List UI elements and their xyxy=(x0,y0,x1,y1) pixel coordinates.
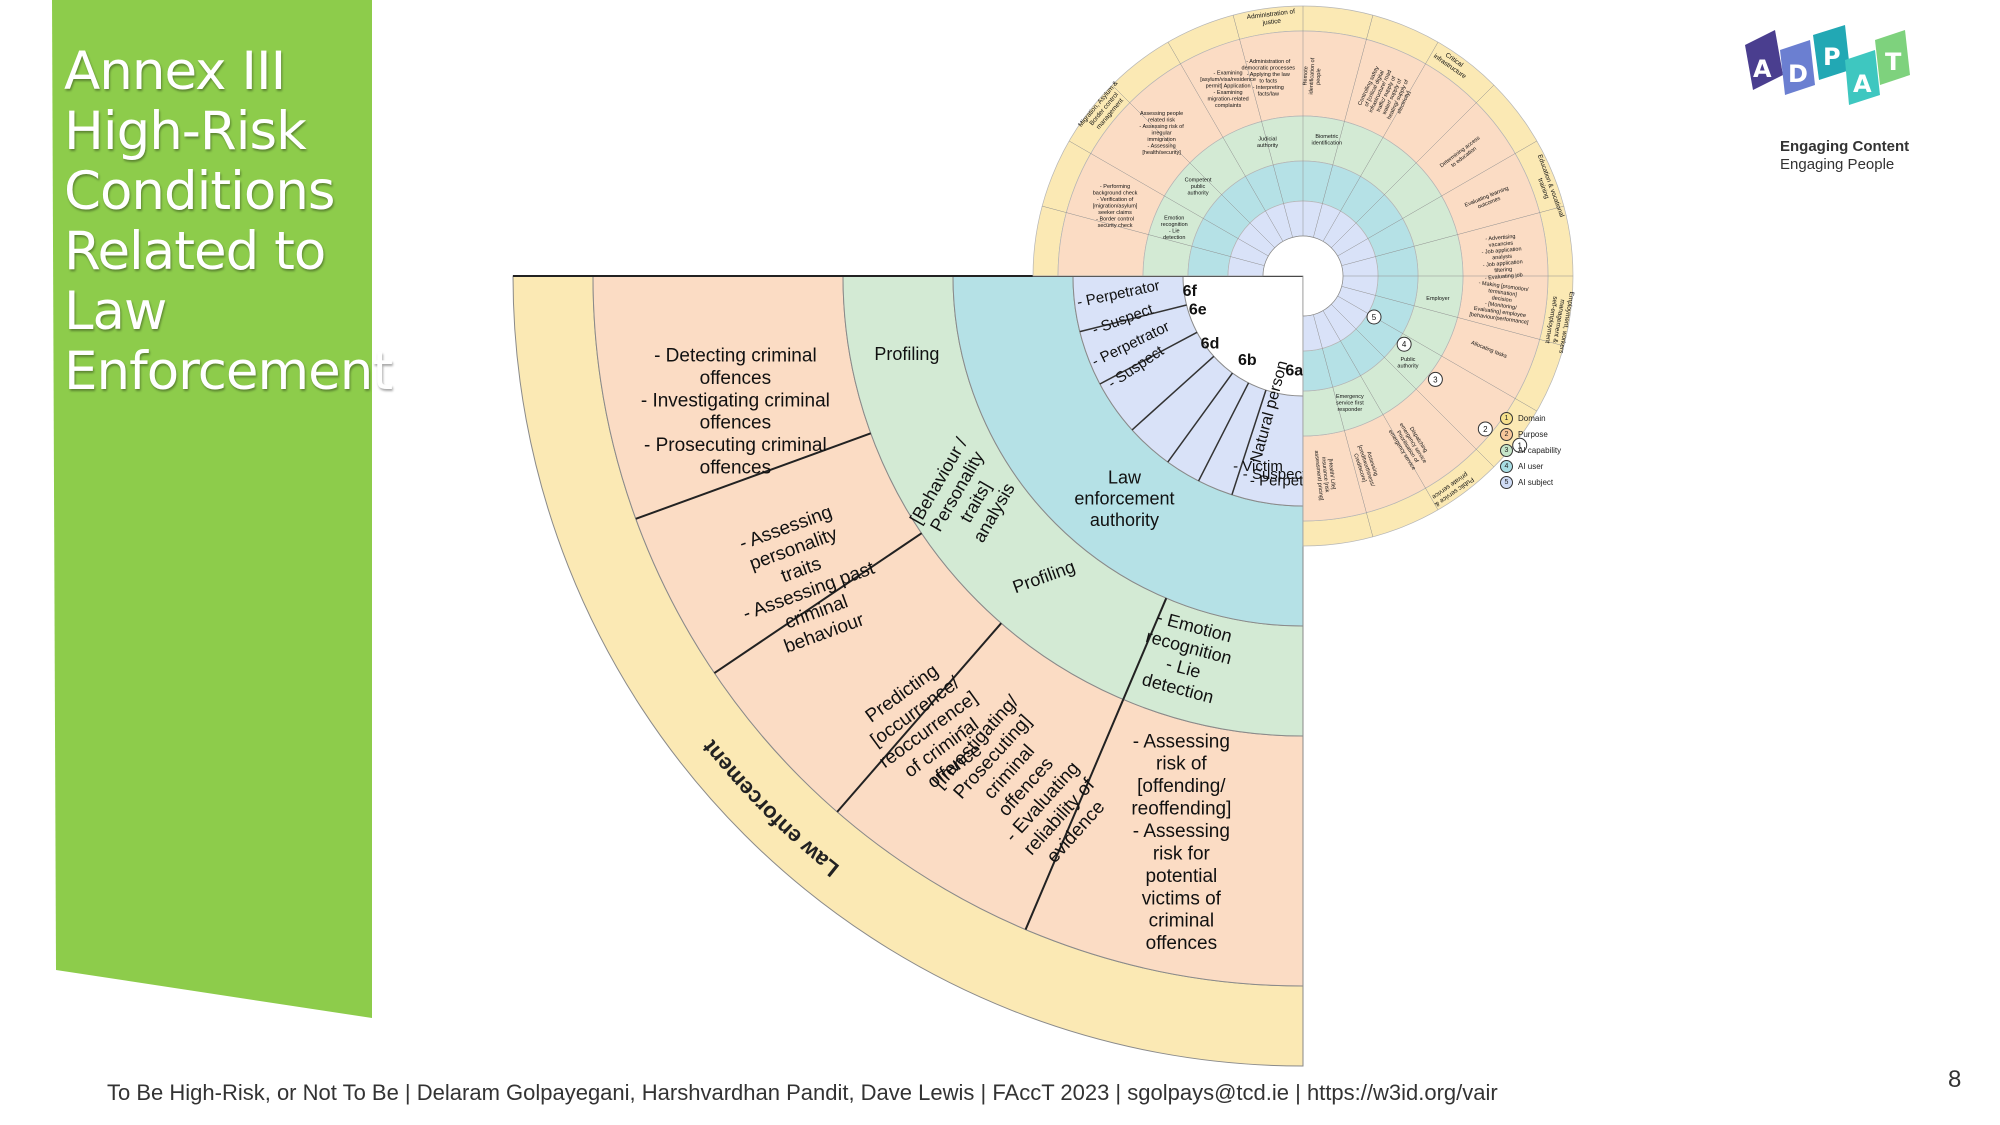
capability-divider xyxy=(1122,597,1168,700)
mini-marker xyxy=(1512,437,1528,453)
subject-divider xyxy=(1131,355,1215,431)
title-line: Annex III xyxy=(64,41,286,102)
mini-spoke xyxy=(1042,205,1265,266)
mini-spoke xyxy=(1331,84,1495,248)
subject-divider xyxy=(1167,372,1234,463)
mini-marker-label: 3 xyxy=(1433,375,1438,384)
title-line: Enforcement xyxy=(64,341,393,402)
subject-divider xyxy=(1099,331,1198,385)
mini-spoke xyxy=(1232,15,1293,238)
mini-marker-label: 2 xyxy=(1483,425,1488,434)
page-number: 8 xyxy=(1948,1066,1962,1093)
ai-id-label: 6b xyxy=(1238,352,1257,369)
mini-spoke xyxy=(1313,314,1374,537)
svg-text:D: D xyxy=(1788,60,1808,88)
adapt-logo: A D P A T xyxy=(1745,25,1910,105)
tagline-line-2: Engaging People xyxy=(1780,156,1895,173)
mini-spoke xyxy=(1069,140,1269,257)
mini-marker xyxy=(1427,371,1443,387)
svg-text:T: T xyxy=(1885,48,1902,76)
mini-spoke xyxy=(1167,42,1284,242)
purpose-divider xyxy=(635,432,872,520)
subject-label: - Victim xyxy=(1233,458,1283,475)
mini-capability-label: Employer xyxy=(1426,296,1449,302)
capability-label: Profiling xyxy=(874,344,939,364)
mini-purpose-label: Controlling safetyof [critical digitalin… xyxy=(1356,64,1416,125)
purpose-divider xyxy=(713,532,923,674)
mini-spoke xyxy=(1341,286,1564,347)
mini-hub xyxy=(1262,235,1344,317)
ai-id-label: 6f xyxy=(1183,283,1198,300)
subject-divider xyxy=(1197,382,1250,482)
mini-marker-label: 1 xyxy=(1517,441,1522,450)
ai-id-label: 6a xyxy=(1285,363,1303,380)
title-line: Law xyxy=(64,281,167,342)
purpose-divider xyxy=(1024,699,1125,930)
mini-spoke xyxy=(1111,84,1275,248)
mini-marker xyxy=(1396,336,1412,352)
mini-purpose-label: Remoteidentification ofpeople xyxy=(1302,57,1323,95)
mini-spoke xyxy=(1322,310,1439,510)
svg-text:P: P xyxy=(1823,43,1841,71)
tagline-line-1: Engaging Content xyxy=(1780,138,1910,155)
title-line: Conditions xyxy=(64,161,336,222)
mini-purpose-label: - Advertisingvacancies- Job applicationa… xyxy=(1480,233,1524,281)
purpose-divider xyxy=(836,622,1002,813)
ai-id-label: 6e xyxy=(1189,301,1207,318)
subject-divider xyxy=(1079,304,1187,333)
logo-tagline: Engaging Content Engaging People xyxy=(1780,138,1909,174)
footer-citation: To Be High-Risk, or Not To Be | Delaram … xyxy=(107,1080,1498,1105)
mini-purpose-label: [Health/ Life]insurance [riskassessment/… xyxy=(1313,449,1337,501)
ai-subject-ring xyxy=(1072,275,1304,507)
mini-marker-label: 4 xyxy=(1402,340,1407,349)
svg-text:A: A xyxy=(1753,55,1772,83)
mini-spoke xyxy=(1341,205,1564,266)
mini-spoke xyxy=(1331,304,1495,468)
mini-marker xyxy=(1477,421,1493,437)
ai-id-label: 6d xyxy=(1201,336,1220,353)
slide-title: Annex III High-Risk Conditions Related t… xyxy=(64,41,393,402)
mini-marker xyxy=(1366,309,1382,325)
svg-text:A: A xyxy=(1853,70,1872,98)
subject-label: - Suspect xyxy=(1243,466,1307,483)
mini-spoke xyxy=(1337,140,1537,257)
mini-spoke xyxy=(1322,42,1439,242)
purpose-label: Predicting[occurrence/reoccurrence]of cr… xyxy=(849,651,1008,809)
mini-spoke xyxy=(1313,15,1374,238)
mini-marker-label: 5 xyxy=(1372,313,1377,322)
title-line: High-Risk xyxy=(64,101,307,162)
subject-divider xyxy=(1231,389,1267,495)
title-line: Related to xyxy=(64,221,326,282)
